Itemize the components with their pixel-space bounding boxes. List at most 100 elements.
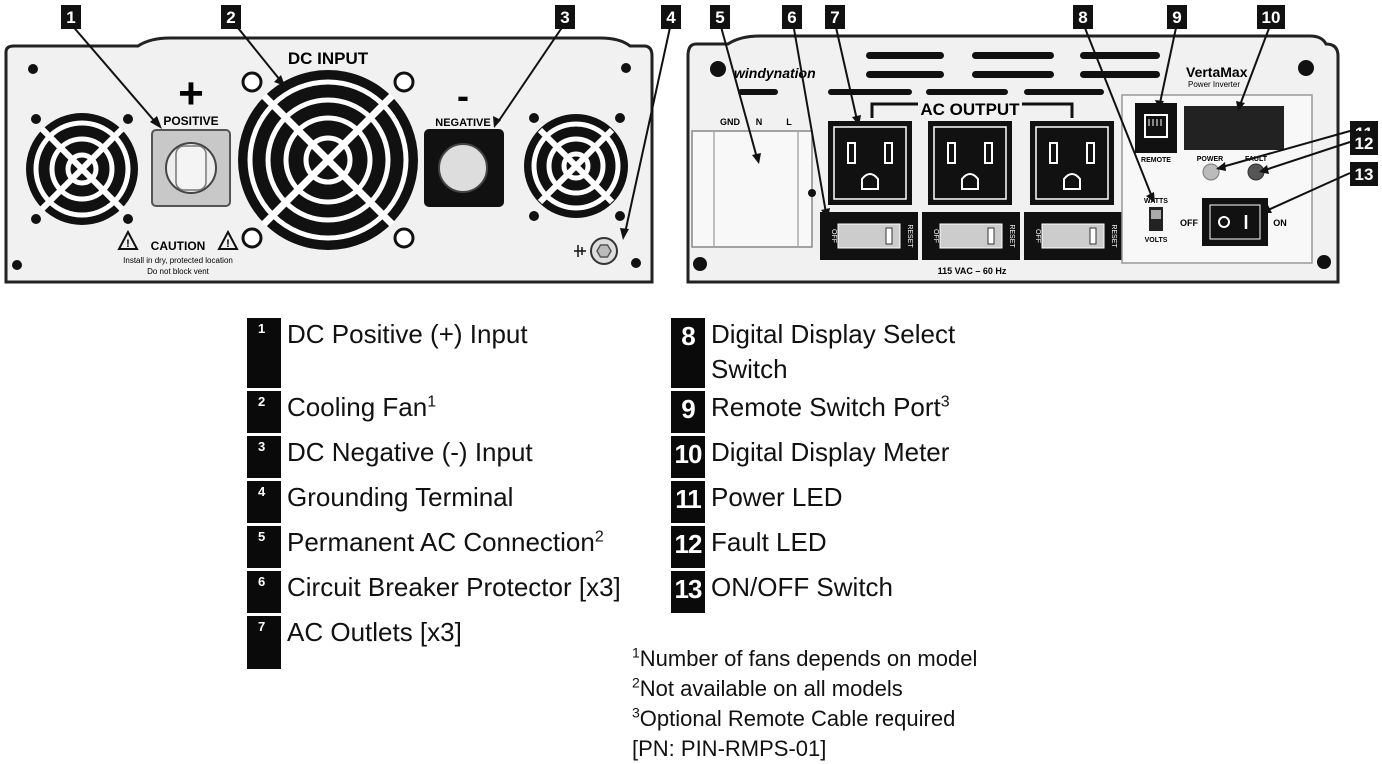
callout-10: 10 bbox=[1257, 5, 1285, 29]
legend-text: Cooling Fan1 bbox=[287, 392, 437, 422]
svg-text:5: 5 bbox=[715, 8, 724, 27]
legend-badge: 6 bbox=[247, 571, 281, 613]
circuit-breaker-3[interactable]: OFF RESET bbox=[1024, 212, 1122, 260]
caution-line-2: Do not block vent bbox=[147, 267, 210, 276]
callout-6: 6 bbox=[782, 5, 802, 29]
breaker-1-off: OFF bbox=[830, 229, 837, 243]
dc-input-title: DC INPUT bbox=[288, 49, 369, 68]
legend-badge: 5 bbox=[247, 526, 281, 568]
remote-label: REMOTE bbox=[1141, 157, 1171, 164]
brand-logo: windynation bbox=[734, 65, 816, 81]
power-led bbox=[1202, 163, 1220, 181]
svg-text:6: 6 bbox=[787, 8, 796, 27]
ac-outlet-3 bbox=[1030, 121, 1114, 205]
footnotes: 1Number of fans depends on model 2Not av… bbox=[632, 644, 977, 764]
legend-item-1: 1 DC Positive (+) Input bbox=[247, 318, 528, 388]
circuit-breaker-1[interactable]: OFF RESET bbox=[820, 212, 918, 260]
svg-text:7: 7 bbox=[830, 8, 839, 27]
legend-text: Circuit Breaker Protector [x3] bbox=[287, 572, 621, 602]
breaker-2-off: OFF bbox=[932, 229, 939, 243]
legend-text: Remote Switch Port3 bbox=[711, 392, 950, 422]
model-name: VertaMax bbox=[1186, 64, 1248, 80]
callout-arrowheads bbox=[150, 75, 1272, 240]
callout-3: 3 bbox=[555, 5, 575, 29]
svg-text:!: ! bbox=[126, 238, 130, 250]
legend-badge: 7 bbox=[247, 616, 281, 669]
svg-text:9: 9 bbox=[1172, 8, 1181, 27]
legend-text: Grounding Terminal bbox=[287, 482, 514, 512]
circuit-breaker-2[interactable]: OFF RESET bbox=[922, 212, 1020, 260]
caution-title: CAUTION bbox=[151, 239, 206, 253]
footnote-4: [PN: PIN-RMPS-01] bbox=[632, 736, 827, 761]
footnote-3: 3Optional Remote Cable required bbox=[632, 704, 956, 731]
svg-text:!: ! bbox=[226, 238, 230, 250]
callout-1: 1 bbox=[61, 5, 81, 29]
svg-text:10: 10 bbox=[1262, 8, 1281, 27]
legend-text: DC Negative (-) Input bbox=[287, 437, 533, 467]
callout-2: 2 bbox=[221, 5, 241, 29]
breaker-3-reset: RESET bbox=[1110, 224, 1117, 248]
legend-item-3: 3 DC Negative (-) Input bbox=[247, 436, 533, 478]
callout-7: 7 bbox=[825, 5, 845, 29]
cooling-fan-left bbox=[26, 113, 138, 225]
svg-text:3: 3 bbox=[560, 8, 569, 27]
permanent-ac-connection: GND N L bbox=[691, 117, 816, 248]
callout-4: 4 bbox=[661, 5, 681, 29]
positive-terminal: + POSITIVE bbox=[151, 69, 231, 207]
svg-text:8: 8 bbox=[1078, 8, 1087, 27]
control-subpanel: REMOTE POWER FAULT OFF ON bbox=[1121, 94, 1313, 264]
watts-label: WATTS bbox=[1144, 198, 1168, 205]
callout-8: 8 bbox=[1073, 5, 1093, 29]
footnote-1: 1Number of fans depends on model bbox=[632, 644, 978, 671]
legend-badge: 13 bbox=[671, 571, 705, 613]
legend-item-12: 12 Fault LED bbox=[671, 526, 827, 568]
ac-outlet-1 bbox=[828, 121, 912, 205]
negative-symbol: - bbox=[457, 75, 469, 116]
svg-text:13: 13 bbox=[1355, 165, 1374, 184]
inverter-diagram: + POSITIVE DC INPUT - NEGATIVE bbox=[4, 5, 1378, 284]
legend-item-6: 6 Circuit Breaker Protector [x3] bbox=[247, 571, 621, 613]
legend-item-10: 10 Digital Display Meter bbox=[671, 436, 949, 478]
fault-label: FAULT bbox=[1245, 156, 1268, 163]
legend-badge: 1 bbox=[247, 318, 281, 388]
breaker-2-reset: RESET bbox=[1008, 224, 1015, 248]
rating-label: 115 VAC – 60 Hz bbox=[938, 266, 1007, 276]
legend-item-4: 4 Grounding Terminal bbox=[247, 481, 513, 523]
legend-text: Digital Display Meter bbox=[711, 437, 950, 467]
footnote-2: 2Not available on all models bbox=[632, 674, 903, 701]
cooling-fan-right bbox=[524, 113, 628, 221]
svg-text:2: 2 bbox=[226, 8, 235, 27]
display-select-switch[interactable]: WATTS VOLTS bbox=[1144, 198, 1168, 244]
legend-badge: 9 bbox=[671, 391, 705, 433]
breaker-3-off: OFF bbox=[1034, 229, 1041, 243]
legend-badge: 10 bbox=[671, 436, 705, 478]
svg-text:4: 4 bbox=[666, 8, 676, 27]
legend-text: Permanent AC Connection2 bbox=[287, 527, 604, 557]
legend-item-13: 13 ON/OFF Switch bbox=[671, 571, 893, 613]
legend-badge: 11 bbox=[671, 481, 705, 523]
legend-text: DC Positive (+) Input bbox=[287, 319, 528, 349]
legend-text: ON/OFF Switch bbox=[711, 572, 894, 602]
legend-badge: 2 bbox=[247, 391, 281, 433]
cooling-fan-main bbox=[238, 70, 418, 250]
legend-badge: 8 bbox=[671, 318, 705, 388]
ac-output-group: AC OUTPUT bbox=[870, 100, 1074, 119]
negative-terminal: - NEGATIVE bbox=[424, 75, 504, 207]
breaker-1-reset: RESET bbox=[906, 224, 913, 248]
callout-12-badge: 12 bbox=[1350, 131, 1378, 155]
negative-label: NEGATIVE bbox=[435, 117, 490, 129]
ac-outlet-2 bbox=[928, 121, 1012, 205]
model-subtitle: Power Inverter bbox=[1188, 80, 1240, 89]
callout-5: 5 bbox=[710, 5, 730, 29]
caution-line-1: Install in dry, protected location bbox=[123, 256, 233, 265]
power-label: POWER bbox=[1197, 156, 1223, 163]
legend-badge: 3 bbox=[247, 436, 281, 478]
svg-text:1: 1 bbox=[66, 8, 75, 27]
caution-label: ! ! CAUTION Install in dry, protected lo… bbox=[117, 229, 239, 276]
legend-item-9: 9 Remote Switch Port3 bbox=[671, 391, 950, 433]
terminal-gnd: GND bbox=[720, 117, 741, 127]
grounding-terminal bbox=[574, 237, 618, 265]
volts-label: VOLTS bbox=[1145, 237, 1168, 244]
